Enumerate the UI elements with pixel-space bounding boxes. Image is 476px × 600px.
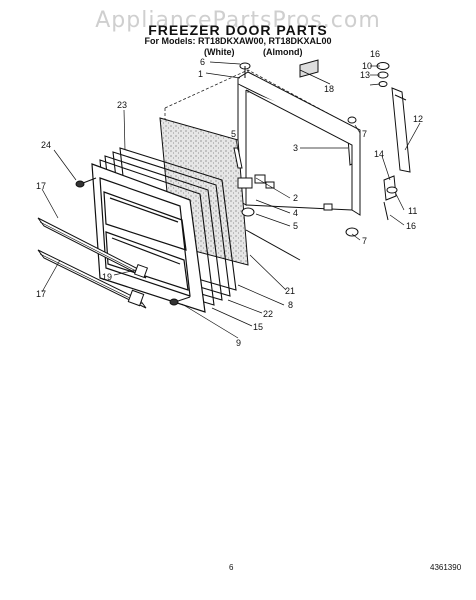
callout-17b: 17 <box>36 289 46 299</box>
callout-15: 15 <box>253 322 263 332</box>
leader-lines <box>41 61 421 339</box>
callout-7a: 7 <box>362 129 367 139</box>
callout-21: 21 <box>285 286 295 296</box>
model-list: For Models: RT18DKXAW00, RT18DKXAL00 <box>144 36 332 46</box>
callout-14: 14 <box>374 149 384 159</box>
door-shelf-rails <box>37 217 149 309</box>
callout-4: 4 <box>293 208 298 218</box>
page-number: 6 <box>229 563 234 572</box>
door-rear-frame <box>245 89 361 261</box>
callout-7b: 7 <box>362 236 367 246</box>
callout-1: 1 <box>198 69 203 79</box>
callout-16b: 16 <box>406 221 416 231</box>
callout-11: 11 <box>408 206 417 216</box>
callout-13: 13 <box>360 70 370 80</box>
variant-almond-label: (Almond) <box>263 47 303 57</box>
callout-23: 23 <box>117 100 127 110</box>
callout-3: 3 <box>293 143 298 153</box>
callout-18: 18 <box>324 84 334 94</box>
hardware-fasteners <box>75 62 359 306</box>
callout-16a: 16 <box>370 49 380 59</box>
callout-2: 2 <box>293 193 298 203</box>
callout-8: 8 <box>288 300 293 310</box>
watermark: AppliancePartsPros.com <box>95 8 381 33</box>
callout-9: 9 <box>236 338 241 348</box>
callout-5b: 5 <box>293 221 298 231</box>
callout-22: 22 <box>263 309 273 319</box>
callout-17a: 17 <box>36 181 46 191</box>
callout-10: 10 <box>362 61 372 71</box>
callout-numbers: 1 2 3 4 5 5 6 7 7 8 9 10 11 12 13 14 15 … <box>36 49 423 348</box>
variant-white-label: (White) <box>204 47 235 57</box>
callout-19: 19 <box>102 272 112 282</box>
callout-12: 12 <box>413 114 423 124</box>
document-code: 4361390 <box>430 563 462 572</box>
page-title: FREEZER DOOR PARTS <box>148 22 328 38</box>
front-door-panel <box>91 163 206 313</box>
callout-5a: 5 <box>231 129 236 139</box>
callout-24: 24 <box>41 140 51 150</box>
callout-6: 6 <box>200 57 205 67</box>
